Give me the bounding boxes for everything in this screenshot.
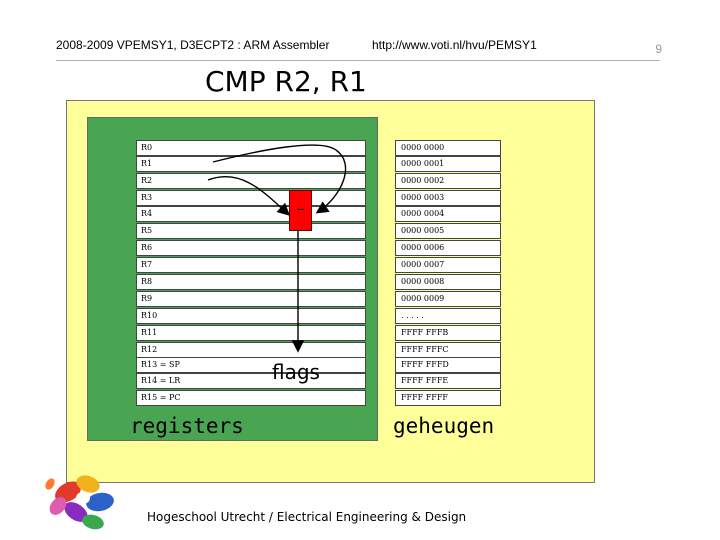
memory-row: 0000 0009: [395, 291, 501, 307]
alu-subtract-box: –: [289, 190, 312, 231]
memory-row: FFFF FFFD: [395, 357, 501, 373]
url-header[interactable]: http://www.voti.nl/hvu/PEMSY1: [372, 38, 537, 52]
memory-row: 0000 0006: [395, 240, 501, 256]
course-header: 2008-2009 VPEMSY1, D3ECPT2 : ARM Assembl…: [56, 38, 330, 52]
register-row: R1: [136, 156, 366, 172]
register-row: R4: [136, 206, 366, 222]
alu-minus-sign: –: [296, 199, 305, 218]
register-row: R9: [136, 291, 366, 307]
memory-row: FFFF FFFF: [395, 390, 501, 406]
flags-label: flags: [272, 360, 320, 384]
register-row: R15 = PC: [136, 390, 366, 406]
register-row: R11: [136, 325, 366, 341]
memory-label: geheugen: [393, 414, 495, 438]
register-row: R10: [136, 308, 366, 324]
register-row: R12: [136, 342, 366, 358]
memory-row: . . . . .: [395, 308, 501, 324]
memory-row: FFFF FFFC: [395, 342, 501, 358]
register-row: R0: [136, 140, 366, 156]
memory-row: 0000 0008: [395, 274, 501, 290]
slide-title: CMP R2, R1: [205, 65, 367, 98]
page-number: 9: [655, 42, 662, 56]
register-row: R6: [136, 240, 366, 256]
register-row: R3: [136, 190, 366, 206]
register-row: R14 = LR: [136, 373, 366, 389]
memory-row: FFFF FFFB: [395, 325, 501, 341]
memory-row: 0000 0007: [395, 257, 501, 273]
registers-label: registers: [130, 414, 244, 438]
memory-row: FFFF FFFE: [395, 373, 501, 389]
register-row: R7: [136, 257, 366, 273]
memory-row: 0000 0002: [395, 173, 501, 189]
footer-text: Hogeschool Utrecht / Electrical Engineer…: [147, 510, 467, 524]
memory-row: 0000 0001: [395, 156, 501, 172]
memory-row: 0000 0004: [395, 206, 501, 222]
register-row: R2: [136, 173, 366, 189]
register-row: R8: [136, 274, 366, 290]
register-row: R5: [136, 223, 366, 239]
memory-row: 0000 0003: [395, 190, 501, 206]
register-row: R13 = SP: [136, 357, 366, 373]
logo-icon: [45, 475, 114, 530]
memory-row: 0000 0000: [395, 140, 501, 156]
header-divider: [56, 60, 660, 61]
memory-row: 0000 0005: [395, 223, 501, 239]
